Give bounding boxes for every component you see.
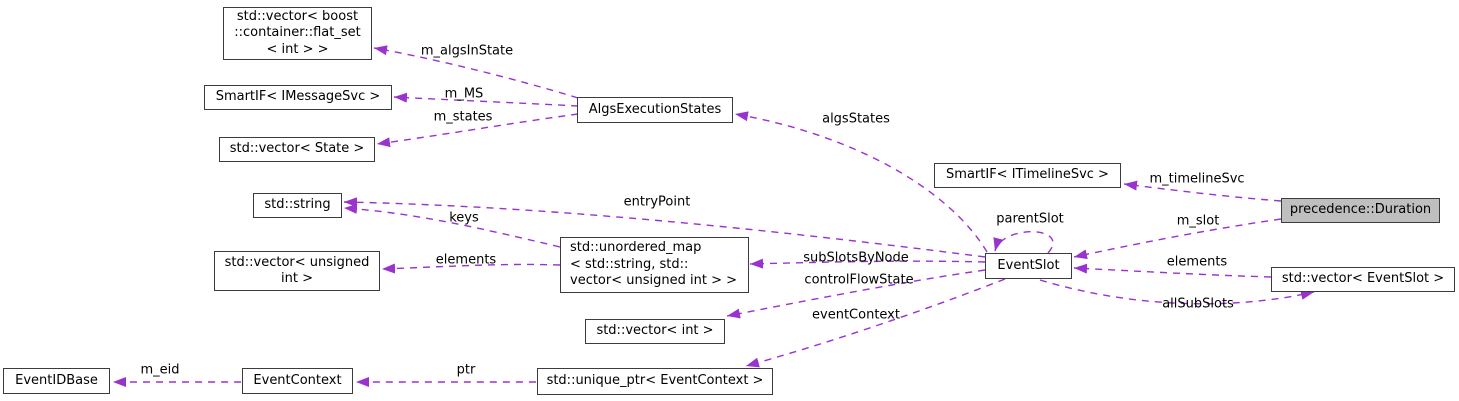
edge-algsstates-line (734, 111, 988, 253)
edge-elements-left-line (381, 263, 561, 274)
edge-label-m-slot: m_slot (1176, 213, 1220, 229)
class-node-unordered-map[interactable]: std::unordered_map < std::string, std:: … (560, 237, 749, 293)
edge-label-m-timelinesvc: m_timelineSvc (1149, 171, 1245, 187)
class-node-event-id-base[interactable]: EventIDBase (3, 368, 110, 394)
edge-label-ptr: ptr (456, 362, 476, 378)
edge-label-elements-left: elements (435, 252, 497, 268)
edge-entrypoint-line (343, 197, 986, 258)
edge-label-m-states: m_states (433, 109, 493, 125)
edge-keys-line (343, 203, 561, 248)
edge-label-keys: keys (449, 210, 479, 226)
edge-label-controlflowstate: controlFlowState (804, 272, 914, 288)
class-node-event-slot[interactable]: EventSlot (985, 253, 1072, 279)
class-node-smartif-imessagesvc[interactable]: SmartIF< IMessageSvc > (204, 85, 392, 110)
edge-m-ms-line (393, 92, 579, 107)
class-node-algs-execution-states[interactable]: AlgsExecutionStates (577, 97, 733, 123)
class-node-vector-state[interactable]: std::vector< State > (219, 137, 375, 162)
edge-label-allsubslots: allSubSlots (1162, 296, 1234, 312)
class-node-vector-unsigned-int[interactable]: std::vector< unsigned int > (214, 251, 380, 291)
edge-label-m-ms: m_MS (444, 86, 484, 102)
edge-subslotsbynode-line (749, 258, 986, 269)
edge-parentslot-line (993, 231, 1054, 254)
edge-label-m-algsinstate: m_algsInState (420, 43, 514, 59)
class-node-event-context[interactable]: EventContext (242, 368, 353, 394)
edge-label-entrypoint: entryPoint (623, 194, 691, 210)
class-node-smartif-itimelinesvc[interactable]: SmartIF< ITimelineSvc > (934, 163, 1121, 188)
edge-m-timelinesvc-line (1123, 180, 1282, 202)
edge-label-m-eid: m_eid (140, 362, 180, 378)
class-node-precedence-duration: precedence::Duration (1281, 198, 1440, 223)
edge-m-algsinstate-line (373, 45, 579, 99)
edge-label-elements-right: elements (1166, 254, 1228, 270)
edge-controlflowstate-line (726, 269, 986, 319)
class-node-vector-flat-set[interactable]: std::vector< boost ::container::flat_set… (223, 7, 372, 60)
class-node-vector-eventslot[interactable]: std::vector< EventSlot > (1271, 267, 1455, 292)
edge-label-algsstates: algsStates (822, 111, 890, 127)
edge-label-subslotsbynode: subSlotsByNode (803, 250, 909, 266)
edge-eventcontext-line (745, 278, 1006, 368)
edge-label-eventcontext: eventContext (812, 307, 900, 323)
class-node-unique-ptr-eventcontext[interactable]: std::unique_ptr< EventContext > (537, 368, 773, 395)
edge-m-slot-line (1073, 218, 1282, 260)
edge-label-parentslot: parentSlot (996, 211, 1064, 227)
class-node-vector-int[interactable]: std::vector< int > (585, 319, 725, 344)
class-node-std-string[interactable]: std::string (253, 193, 342, 218)
edge-elements-right-line (1073, 263, 1272, 278)
